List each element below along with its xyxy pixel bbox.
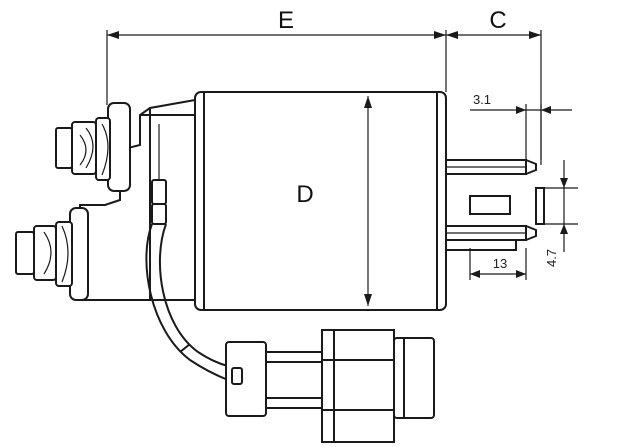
upper-terminal-stud	[55, 102, 131, 192]
dimension-pin-width-label: 3.1	[473, 92, 491, 107]
dimension-pin-spacing-label: 4.7	[544, 249, 559, 267]
dimension-pin-width: 3.1	[470, 92, 572, 160]
solenoid-body: D	[194, 91, 447, 311]
dimension-pin-spacing: 4.7	[536, 160, 578, 267]
dimension-d-label: D	[296, 181, 313, 208]
dimension-c: C	[446, 7, 542, 165]
wire-terminal	[151, 124, 167, 225]
dimension-pin-length: 13	[469, 248, 527, 280]
dimension-e: E	[106, 7, 447, 105]
dimension-e-label: E	[278, 7, 294, 34]
dimension-pin-length-label: 13	[493, 256, 507, 271]
lower-terminal-stud	[15, 207, 89, 301]
dimension-c-label: C	[489, 7, 506, 34]
wire-lead	[145, 223, 229, 381]
output-pins	[445, 159, 545, 251]
connector-plug	[225, 329, 435, 443]
